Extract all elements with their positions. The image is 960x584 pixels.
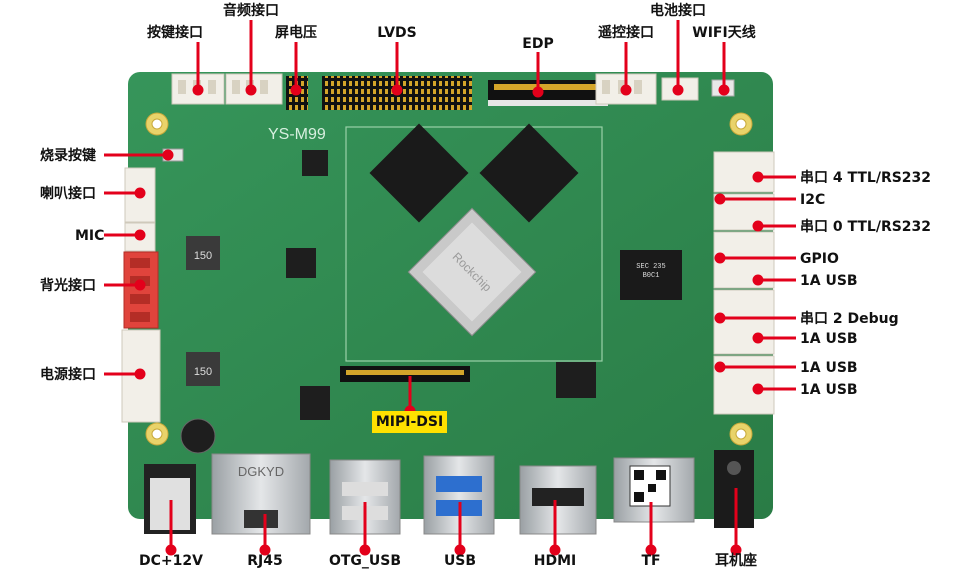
soc-chip: Rockchip — [407, 207, 537, 337]
label-wifi: WIFI天线 — [692, 25, 756, 41]
edp-connector — [488, 80, 608, 106]
ic-small-1 — [286, 248, 316, 278]
pointer-dot-23 — [259, 544, 271, 556]
right-connector-stack — [713, 151, 775, 415]
inductor-2 — [186, 352, 220, 386]
pointer-dot-1 — [245, 84, 257, 96]
pointer-dot-6 — [672, 84, 684, 96]
label-mipi-dsi: MIPI-DSI — [372, 411, 447, 433]
label-key: 按键接口 — [147, 25, 203, 41]
label-backlight: 背光接口 — [40, 278, 96, 294]
label-mic: MIC — [75, 228, 105, 244]
pointer-dot-14 — [714, 193, 726, 205]
ic-ethernet — [300, 386, 330, 420]
label-otg: OTG_USB — [328, 553, 402, 569]
label-burn: 烧录按键 — [40, 148, 96, 164]
pointer-dot-27 — [645, 544, 657, 556]
ram-chip-1 — [369, 123, 469, 223]
pointer-dot-16 — [714, 252, 726, 264]
tf-slot — [613, 457, 695, 523]
label-audio: 音频接口 — [223, 3, 279, 19]
label-usb3: 1A USB — [800, 360, 858, 376]
pointer-dot-20 — [714, 361, 726, 373]
label-hdmi: HDMI — [533, 553, 577, 569]
label-edp: EDP — [522, 36, 554, 52]
hdmi-jack — [519, 465, 597, 535]
pointer-dot-10 — [134, 229, 146, 241]
core-board-outline — [345, 126, 603, 362]
mounting-holes — [145, 112, 753, 446]
label-uart4: 串口 4 TTL/RS232 — [800, 170, 932, 186]
label-gpio: GPIO — [800, 251, 839, 267]
pointer-dot-26 — [549, 544, 561, 556]
ic-small-2 — [302, 150, 328, 176]
pointer-dot-8 — [162, 149, 174, 161]
label-usb1: 1A USB — [800, 273, 858, 289]
pointer-dot-22 — [165, 544, 177, 556]
board-model-silk: YS-M99 — [268, 126, 326, 143]
label-lvds: LVDS — [377, 25, 417, 41]
pointer-dot-18 — [714, 312, 726, 324]
pointer-dot-13 — [752, 171, 764, 183]
label-tf: TF — [641, 553, 661, 569]
pointer-dot-12 — [134, 368, 146, 380]
label-dc: DC+12V — [139, 553, 203, 569]
label-usb2: 1A USB — [800, 331, 858, 347]
label-speaker: 喇叭接口 — [40, 186, 96, 202]
label-rj45: RJ45 — [247, 553, 283, 569]
pointer-dot-4 — [532, 86, 544, 98]
label-screen-voltage: 屏电压 — [275, 25, 317, 41]
pointer-dot-2 — [290, 84, 302, 96]
pointer-dot-11 — [134, 279, 146, 291]
label-uart0: 串口 0 TTL/RS232 — [800, 219, 932, 235]
pointer-dot-7 — [718, 84, 730, 96]
label-uart2: 串口 2 Debug — [800, 311, 899, 327]
inductor-1 — [186, 236, 220, 270]
label-earphone: 耳机座 — [715, 553, 757, 569]
pointer-dot-25 — [454, 544, 466, 556]
rj45-jack: DGKYD — [211, 453, 311, 535]
pointer-dot-9 — [134, 187, 146, 199]
svg-text:150: 150 — [194, 250, 212, 262]
label-battery: 电池接口 — [650, 3, 706, 19]
pointer-dot-19 — [752, 332, 764, 344]
svg-text:DGKYD: DGKYD — [238, 464, 284, 479]
label-i2c: I2C — [800, 192, 826, 208]
label-usb: USB — [443, 553, 477, 569]
pointer-dot-3 — [391, 84, 403, 96]
mic-connector — [124, 222, 156, 252]
pointer-dot-24 — [359, 544, 371, 556]
svg-text:150: 150 — [194, 366, 212, 378]
ram-chip-2 — [479, 123, 579, 223]
ic-small-3 — [556, 362, 596, 398]
pointer-dot-5 — [620, 84, 632, 96]
capacitor — [180, 418, 216, 454]
label-remote: 遥控接口 — [598, 25, 654, 41]
pointer-dot-21 — [752, 383, 764, 395]
pointer-dot-0 — [192, 84, 204, 96]
pointer-dot-17 — [752, 274, 764, 286]
emmc-chip — [620, 250, 682, 300]
pointer-dot-15 — [752, 220, 764, 232]
pointer-lines — [104, 20, 796, 556]
label-usb4: 1A USB — [800, 382, 858, 398]
label-power: 电源接口 — [40, 367, 96, 383]
pointer-dot-28 — [730, 544, 742, 556]
earphone-jack — [714, 450, 754, 528]
